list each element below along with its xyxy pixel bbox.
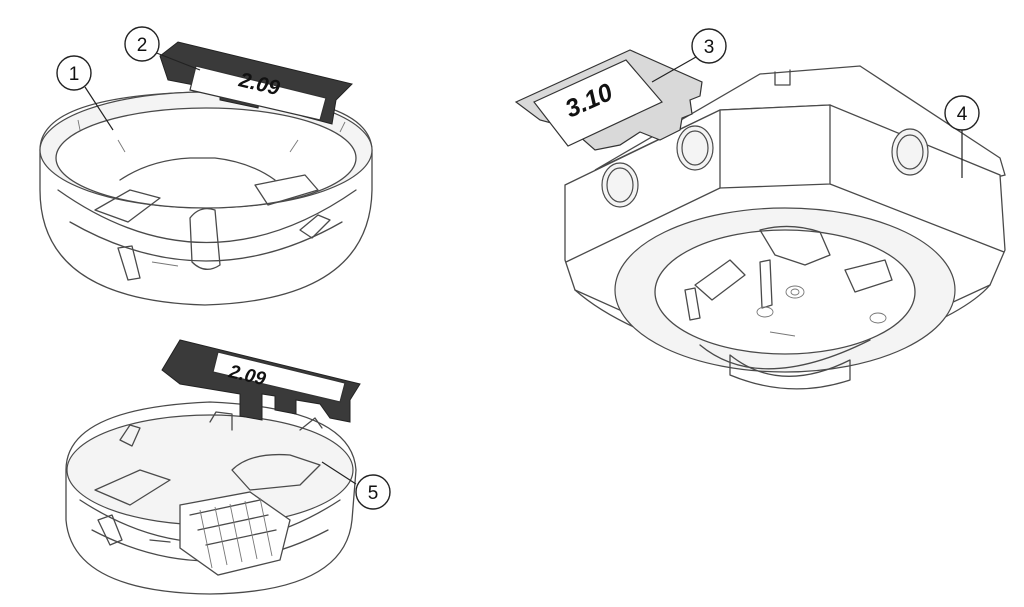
svg-text:3: 3 (704, 37, 715, 58)
callout-4: 4 (944, 95, 980, 178)
detector-base-part (65, 401, 357, 595)
callout-3: 3 (651, 28, 727, 83)
label-card-top: 2.09 (159, 41, 353, 125)
callout-2: 2 (124, 26, 201, 71)
svg-text:4: 4 (957, 104, 968, 125)
surface-box-part (564, 65, 1006, 390)
terminal-block (179, 491, 291, 576)
ring-base-part (39, 91, 373, 306)
label-card-bottom: 2.09 (161, 339, 361, 423)
svg-text:2: 2 (137, 35, 148, 56)
svg-text:1: 1 (69, 64, 80, 85)
callout-5: 5 (321, 461, 391, 510)
callout-1: 1 (56, 55, 114, 131)
label-card-right: 3.10 (514, 49, 703, 151)
svg-text:5: 5 (368, 483, 379, 504)
